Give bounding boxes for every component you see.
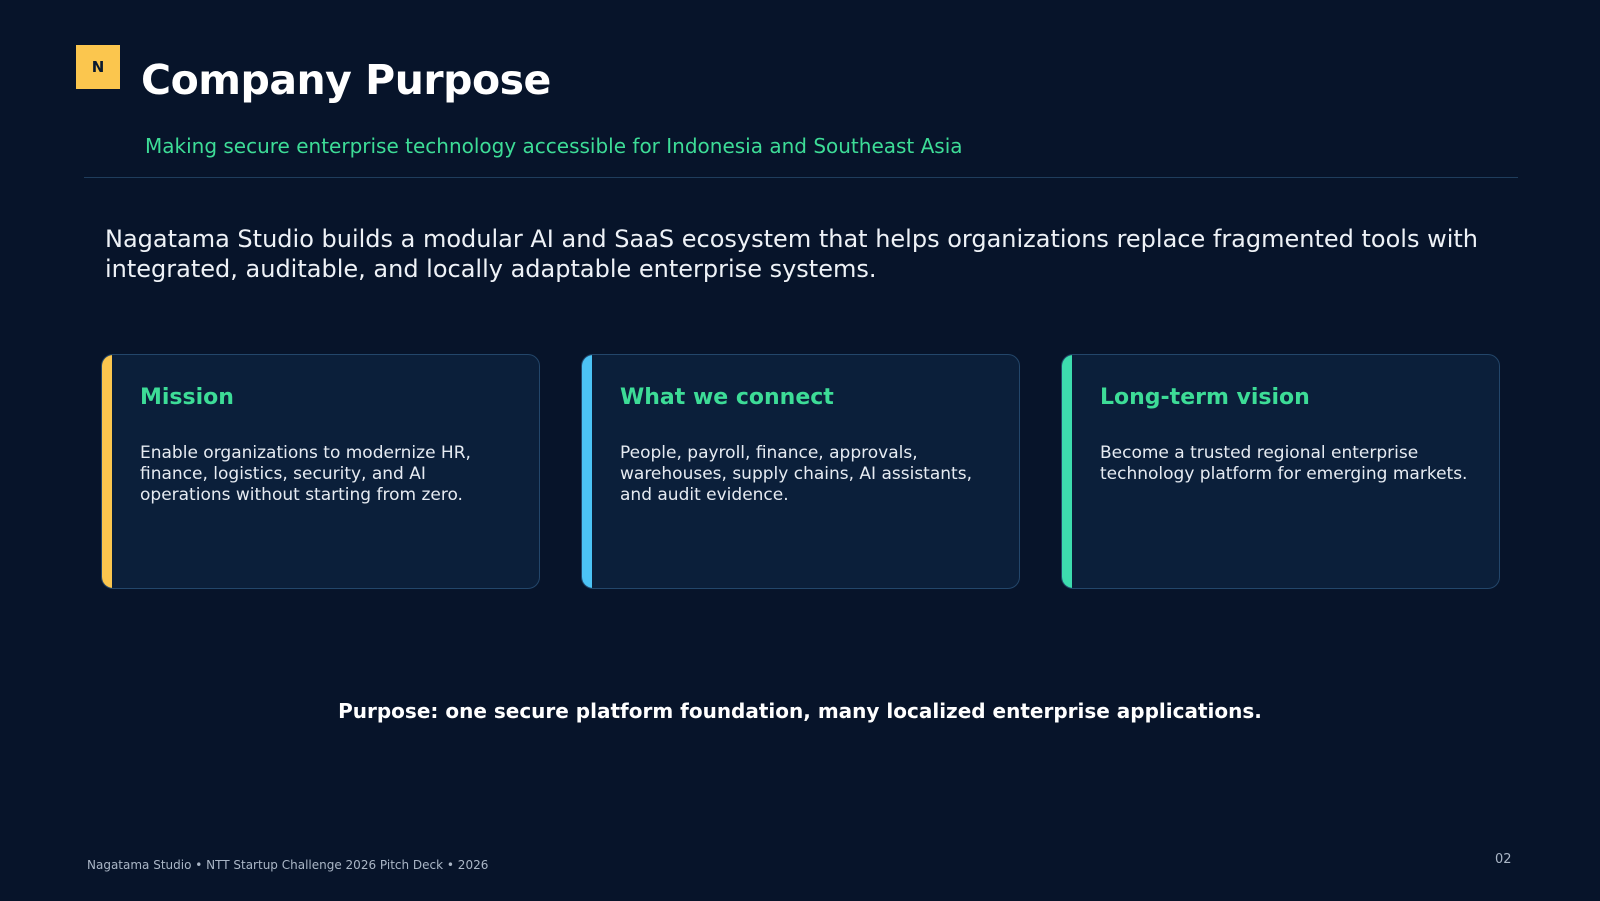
page-subtitle: Making secure enterprise technology acce… xyxy=(145,134,963,158)
header-divider xyxy=(84,177,1518,178)
logo-badge: N xyxy=(76,45,120,89)
footer-text: Nagatama Studio • NTT Startup Challenge … xyxy=(87,858,489,872)
purpose-tagline: Purpose: one secure platform foundation,… xyxy=(338,699,1262,723)
card-what-we-connect: What we connect People, payroll, finance… xyxy=(581,354,1020,589)
card-body: Become a trusted regional enterprise tec… xyxy=(1100,443,1468,484)
page-number: 02 xyxy=(1495,852,1512,867)
card-accent-bar xyxy=(582,355,592,588)
card-body: People, payroll, finance, approvals, war… xyxy=(620,443,972,505)
card-mission: Mission Enable organizations to moderniz… xyxy=(101,354,540,589)
card-heading: What we connect xyxy=(620,385,834,410)
page-title: Company Purpose xyxy=(141,56,551,104)
card-heading: Long-term vision xyxy=(1100,385,1310,410)
card-accent-bar xyxy=(1062,355,1072,588)
card-accent-bar xyxy=(102,355,112,588)
card-heading: Mission xyxy=(140,385,234,410)
lead-paragraph: Nagatama Studio builds a modular AI and … xyxy=(105,225,1479,283)
card-body: Enable organizations to modernize HR, fi… xyxy=(140,443,471,505)
card-long-term-vision: Long-term vision Become a trusted region… xyxy=(1061,354,1500,589)
